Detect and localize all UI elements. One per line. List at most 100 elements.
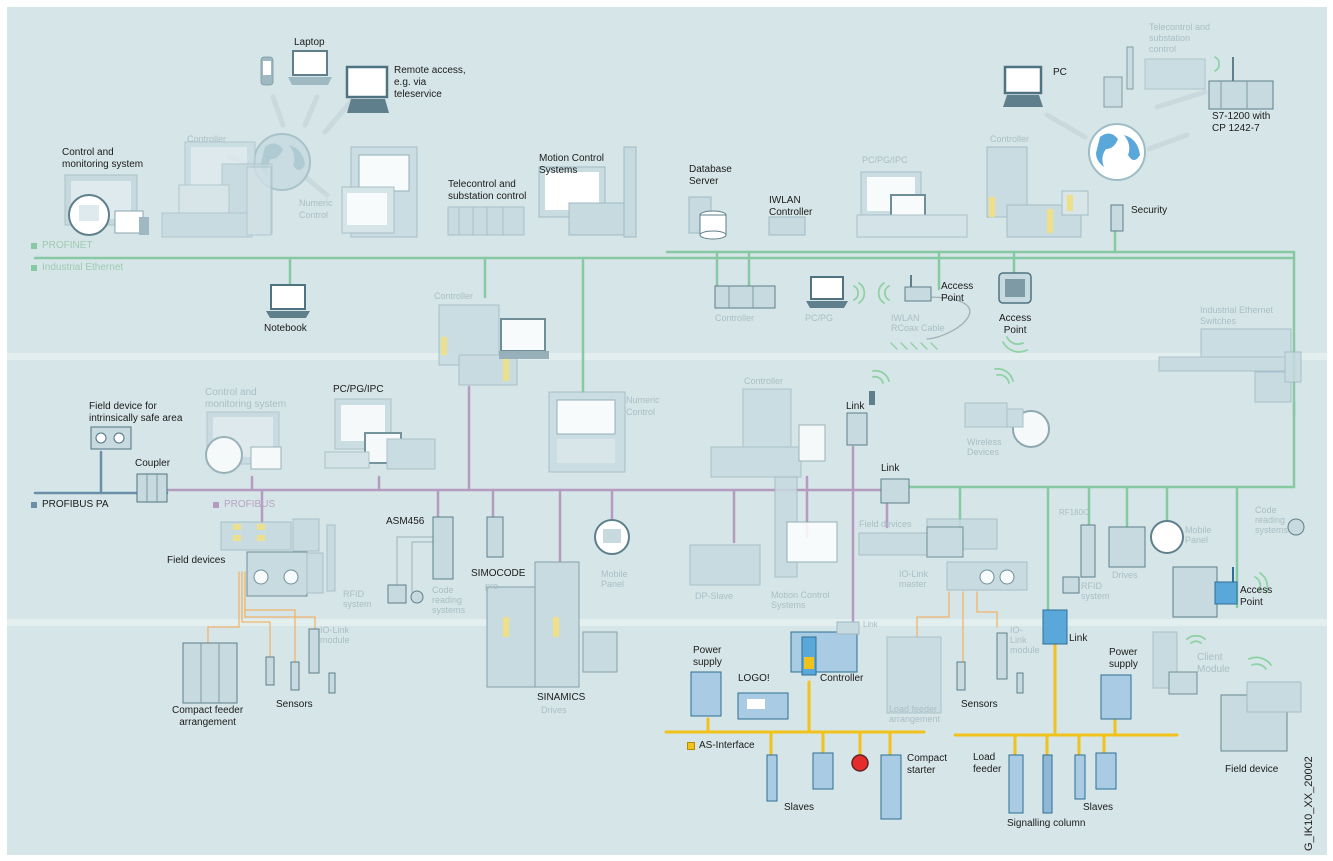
link-module-icon [1042,609,1068,645]
zone-separator [7,619,1327,626]
legend-profinet: PROFINET [31,240,93,252]
power-supply-icon [690,671,722,717]
globe-icon [1088,123,1146,181]
industrial-pc-icon [324,398,436,470]
mobile-panel-icon [594,519,630,555]
telecontrol-rack-icon [447,206,525,236]
power-supply-icon [1100,674,1132,720]
controller-rack-icon [986,146,1089,238]
legend-swatch [31,243,37,249]
compact-starter-icon [880,754,902,820]
legend-swatch [31,502,37,508]
io-link-module-icon [308,628,320,674]
rfid-reader-icon [387,584,424,604]
phone-icon [260,56,274,86]
sensor-icon [328,672,336,694]
link-module-icon [846,391,875,446]
label-pcpg: PC/PG [805,313,834,323]
label-power-supply-left: Power supply [693,645,722,668]
label-controller-as: Controller [820,673,864,684]
field-device-icon [90,426,132,450]
label-access-point-3: Access Point [1240,585,1273,608]
load-feeder-arrangement-icon [886,636,942,714]
label-wireless-devices: Wireless Devices [967,437,1002,457]
label-mobile-panel-mid: Mobile Panel [601,569,628,589]
numeric-control-icon [341,146,418,238]
label-controller-mid: Controller [434,291,474,301]
label-load-feeder-arr: Load feeder arrangement [889,704,941,724]
field-devices-icon [220,518,336,597]
label-logo: LOGO! [738,673,770,684]
legend-as-interface: AS-Interface [687,740,755,752]
label-simocode-pro: pro [485,581,499,591]
label-telecontrol-right: Telecontrol and substation control [1149,22,1211,54]
hmi-panel-icon [205,411,282,474]
devices-layer [64,46,1305,820]
label-field-devices-right: Field devices [859,519,912,529]
label-pc: PC [1053,67,1067,78]
label-controller-top: Controller [187,134,227,144]
label-ie-switches: Industrial Ethernet Switches [1200,305,1274,326]
load-feeder-icon [1008,754,1024,814]
laptop-icon [288,50,332,85]
label-control-monitoring-mid: Control and monitoring system [205,387,287,410]
wireless-devices-icon [964,402,1050,448]
motion-control-icon [774,476,838,578]
sensor-icon [290,661,300,691]
label-numeric-control-top: Numeric Control [299,198,333,220]
numeric-control-icon [548,391,626,473]
access-point-icon [1172,566,1238,618]
label-iwlan-controller: IWLAN Controller [769,195,813,218]
label-asm456: ASM456 [386,516,425,527]
rcoax-cable [924,296,971,340]
label-pcpgipc-mid: PC/PG/IPC [333,384,384,395]
label-field-device-safe: Field device for intrinsically safe area [89,401,183,424]
monitor-icon [345,65,389,113]
io-link-lines [207,571,998,663]
legend-profibus-pa: PROFIBUS PA [31,499,109,511]
label-drives: Drives [1112,570,1138,580]
as-controller-icon [790,621,860,676]
label-power-supply-right: Power supply [1109,647,1138,670]
label-telecontrol: Telecontrol and substation control [448,179,527,202]
label-io-link-master: IO-Link master [899,569,929,589]
label-pcpgipc-top: PC/PG/IPC [862,155,908,165]
client-module-icon [1152,631,1198,695]
hmi-panel-icon [64,174,149,236]
ie-switches-icon [1158,328,1302,403]
label-simocode: SIMOCODE [471,568,526,579]
iwlan-controller-icon [768,216,806,236]
label-client-module: Client Module [1197,652,1230,675]
logo-controller-icon [737,692,789,720]
as-slave-icon [812,752,834,790]
coupler-icon [136,473,168,503]
label-link-small: Link [863,620,878,629]
as-slave-icon [1074,754,1086,800]
telecontrol-rack-icon [1103,46,1206,108]
label-io-link-module-left: IO-Link module [320,625,350,645]
io-link-module-icon [996,632,1008,680]
label-motion-control-mid: Motion Control Systems [771,590,830,610]
label-control-monitoring-top: Control and monitoring system [62,147,144,170]
label-mobile-panel-right: Mobile Panel [1185,525,1212,545]
mobile-panel-icon [1150,520,1184,554]
label-iwlan-rcoax: IWLAN RCoax Cable [891,313,945,333]
label-controller-right-mid: Controller [744,376,784,386]
figure-code: G_IK10_XX_20002 [1303,731,1315,851]
label-s7-1200: S7-1200 with CP 1242-7 [1212,111,1271,134]
label-io-link-module-right: IO- Link module [1010,625,1040,655]
field-device-icon [1220,681,1302,752]
controller-rack-icon [710,388,826,478]
label-sensors-right: Sensors [961,699,998,710]
rcoax-radiation [890,342,938,350]
label-coupler: Coupler [135,458,171,469]
label-remote-access: Remote access, e.g. via teleservice [394,65,466,100]
controller-rack-icon [438,304,549,386]
label-rfid-right: RFID system [1081,581,1110,601]
label-signalling-column: Signalling column [1007,818,1086,829]
label-slaves-left: Slaves [784,802,815,813]
sensor-icon [1016,672,1024,694]
label-laptop: Laptop [294,37,325,48]
label-dp-slave: DP-Slave [695,591,734,601]
dp-slave-icon [689,544,761,586]
